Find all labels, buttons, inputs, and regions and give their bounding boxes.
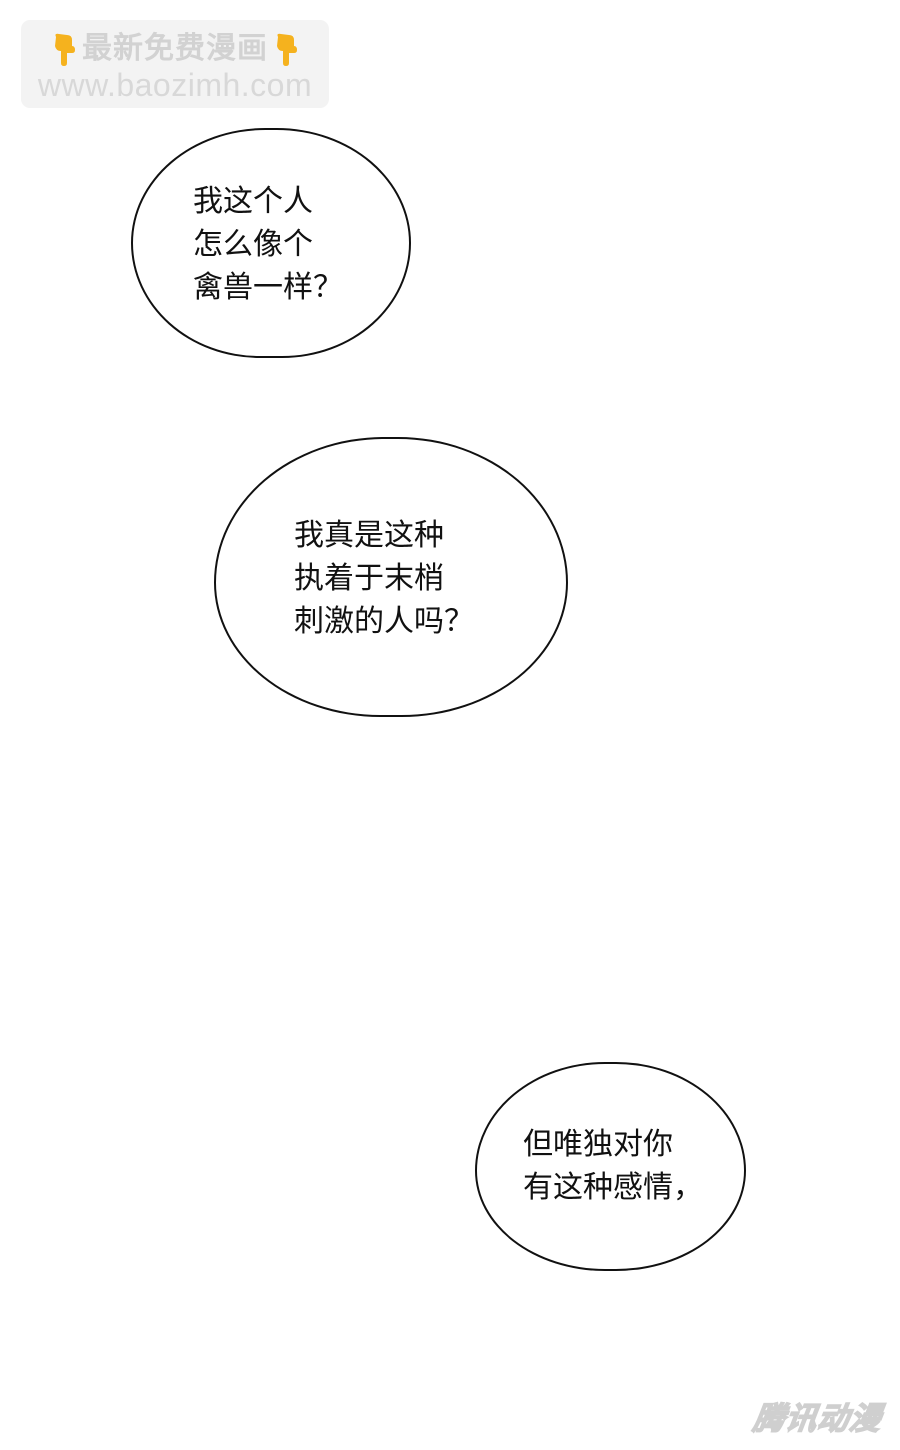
watermark-url: www.baozimh.com [37, 67, 313, 103]
tencent-comics-logo: 腾讯动漫 [750, 1400, 885, 1438]
speech-bubble-1-text: 我这个人 怎么像个 禽兽一样？ [193, 184, 343, 305]
watermark-slogan-row: 最新免费漫画 [21, 30, 329, 68]
speech-bubble-1 [131, 128, 411, 358]
pointing-down-hand-icon [272, 31, 300, 67]
speech-bubble-3-text: 但唯独对你 有这种感情， [523, 1127, 703, 1205]
watermark-slogan: 最新免费漫画 [82, 31, 268, 66]
speech-bubble-3 [475, 1062, 746, 1271]
pointing-down-hand-icon [50, 31, 78, 67]
site-watermark: 最新免费漫画 www.baozimh.com [21, 20, 329, 108]
speech-bubble-2-text: 我真是这种 执着于末梢 刺激的人吗？ [294, 518, 474, 639]
speech-bubble-2 [214, 437, 568, 717]
